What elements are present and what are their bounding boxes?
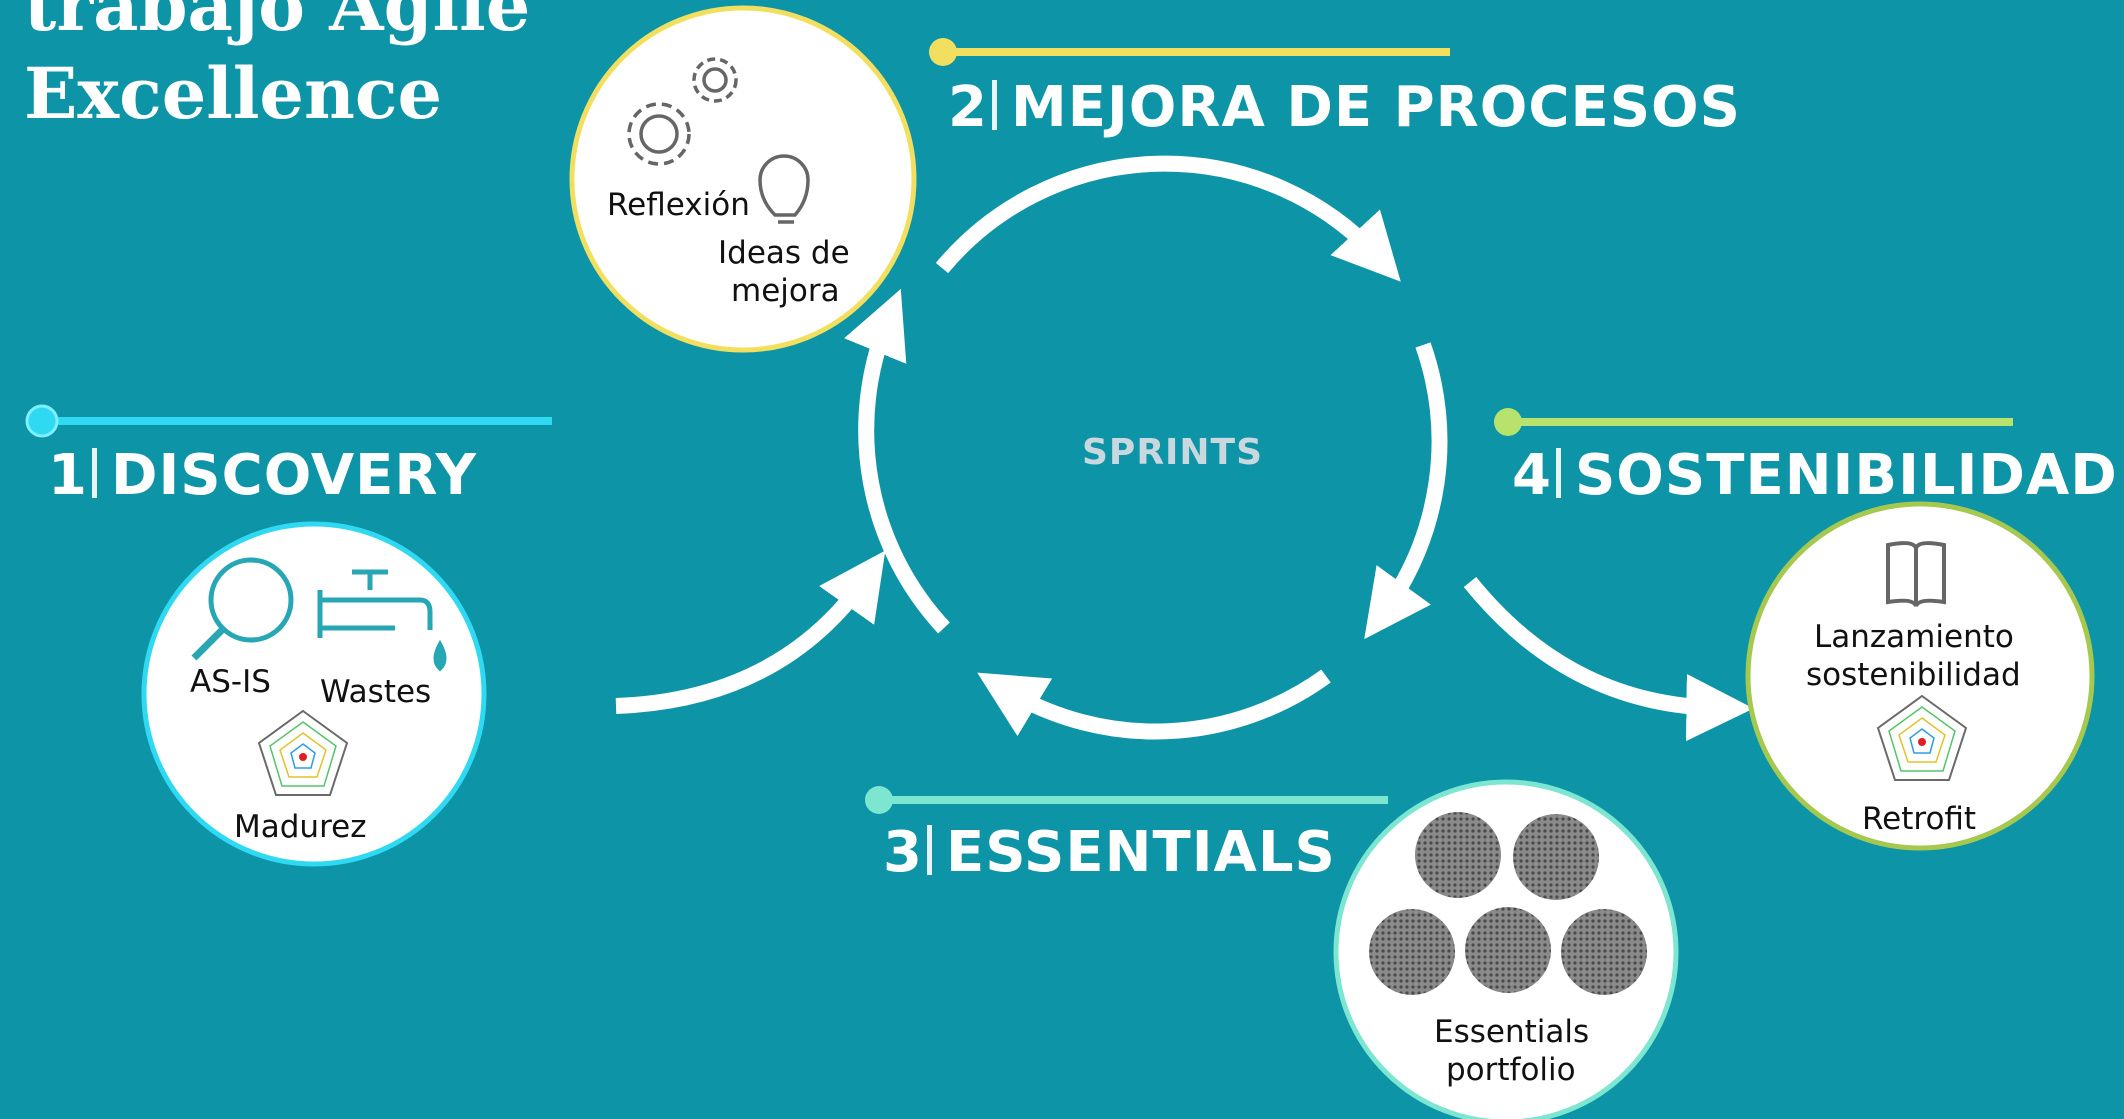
faucet-icon <box>317 569 447 672</box>
mejora-item-reflexion: Reflexión <box>607 187 750 223</box>
sostenibilidad-item-lanzamiento: Lanzamiento <box>1814 619 2014 655</box>
radar-chart-icon <box>1876 694 1968 781</box>
discovery-item-madurez: Madurez <box>234 809 367 845</box>
gears-icon <box>627 57 738 166</box>
discovery-circle <box>141 521 487 867</box>
magnifier-icon <box>191 557 294 661</box>
essentials-title: 3 ESSENTIALS <box>883 820 1336 885</box>
mejora-label: MEJORA DE PROCESOS <box>1010 75 1741 140</box>
lightbulb-icon <box>758 154 810 224</box>
sostenibilidad-item-retrofit: Retrofit <box>1862 801 1977 837</box>
sostenibilidad-title: 4 SOSTENIBILIDAD <box>1512 443 2118 508</box>
essentials-number: 3 <box>883 820 923 885</box>
title-line-2: Excellence <box>24 52 443 135</box>
radar-chart-icon <box>257 709 349 796</box>
cycle-arrow-top <box>935 155 1401 282</box>
photo-icon <box>1369 812 1647 995</box>
output-arrow <box>1463 576 1754 742</box>
cycle-arrow-left <box>844 288 950 634</box>
cycle-arrow-bottom <box>977 669 1331 740</box>
discovery-item-asis: AS-IS <box>190 664 271 700</box>
discovery-number: 1 <box>48 443 88 508</box>
mejora-circle <box>569 5 917 353</box>
sprint-cycle-arrows <box>615 155 1754 742</box>
sprints-label: SPRINTS <box>1082 432 1264 473</box>
page-title: trabajo Agile Excellence <box>24 0 530 138</box>
discovery-title: 1 DISCOVERY <box>48 443 477 508</box>
discovery-item-wastes: Wastes <box>320 674 432 710</box>
discovery-label: DISCOVERY <box>110 443 478 508</box>
cycle-arrow-right <box>1364 342 1448 640</box>
mejora-item-mejora: mejora <box>731 273 840 309</box>
separator <box>91 448 97 498</box>
mejora-line <box>929 38 1450 66</box>
sostenibilidad-number: 4 <box>1512 443 1552 508</box>
title-line-1: trabajo Agile <box>24 0 531 47</box>
mejora-title: 2 MEJORA DE PROCESOS <box>948 75 1741 140</box>
separator <box>926 825 932 875</box>
separator <box>991 80 997 130</box>
sostenibilidad-label: SOSTENIBILIDAD <box>1574 443 2118 508</box>
essentials-label: ESSENTIALS <box>945 820 1336 885</box>
sostenibilidad-circle <box>1745 501 2095 851</box>
essentials-item-essentials: Essentials <box>1434 1014 1590 1050</box>
input-arrow <box>615 550 886 714</box>
essentials-line <box>865 786 1388 814</box>
book-icon <box>1886 541 1946 608</box>
separator <box>1555 448 1561 498</box>
essentials-item-portfolio: portfolio <box>1446 1052 1576 1088</box>
discovery-line <box>25 404 552 438</box>
sostenibilidad-item-sostenibilidad: sostenibilidad <box>1806 657 2021 693</box>
sostenibilidad-line <box>1494 408 2013 436</box>
mejora-number: 2 <box>948 75 988 140</box>
mejora-item-ideas: Ideas de <box>718 235 850 271</box>
